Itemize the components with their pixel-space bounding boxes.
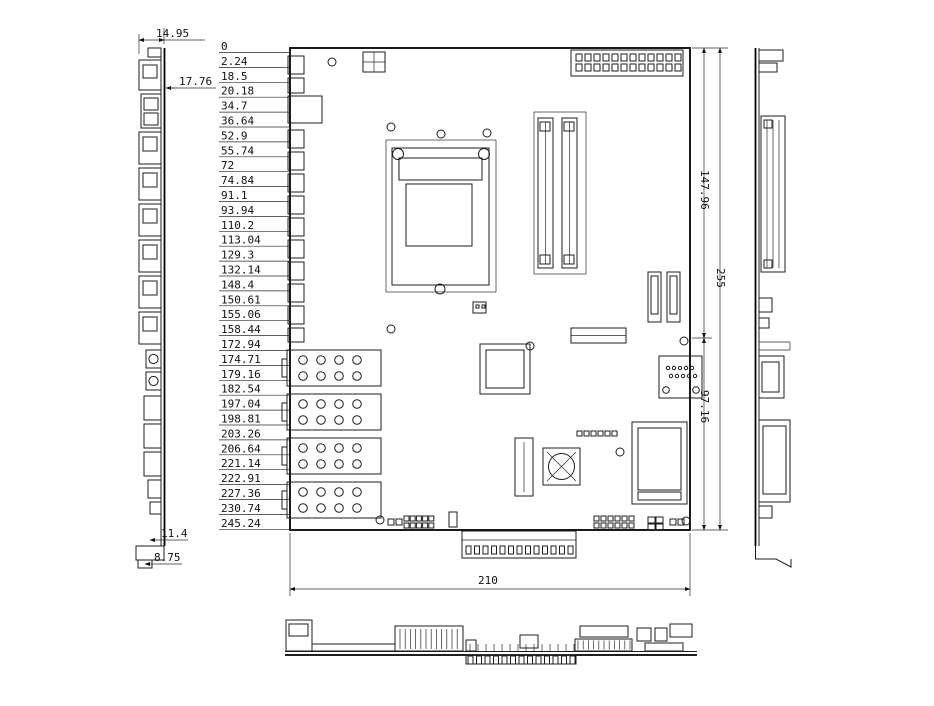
bottom-edge-connector bbox=[461, 530, 577, 559]
sata-connectors bbox=[647, 271, 681, 323]
dim-left-offset: 17.76 bbox=[179, 75, 212, 88]
ladder-dim-2.24: 2.24 bbox=[221, 55, 248, 68]
bottom-dimension: 210 bbox=[289, 533, 691, 596]
io-connector-front bbox=[394, 625, 464, 652]
left-dimensions: 14.95 17.76 11.4 8.75 bbox=[138, 27, 216, 566]
ladder-dim-0: 0 bbox=[221, 40, 228, 53]
dimm-slots bbox=[533, 111, 587, 275]
dim-foot-depth: 8.75 bbox=[154, 551, 181, 564]
lan-port-side bbox=[138, 59, 162, 91]
ladder-dim-74.84: 74.84 bbox=[221, 174, 254, 187]
dim-total-height: 255 bbox=[714, 268, 727, 288]
ladder-dim-72: 72 bbox=[221, 159, 234, 172]
usb-single-ports-side bbox=[143, 395, 162, 515]
cf-side-view bbox=[758, 419, 791, 503]
msata-slot bbox=[570, 327, 627, 344]
ladder-dim-158.44: 158.44 bbox=[221, 323, 261, 336]
lan-ports-column bbox=[138, 131, 162, 345]
audio-jacks-side bbox=[145, 349, 162, 391]
ladder-dim-221.14: 221.14 bbox=[221, 457, 261, 470]
ladder-dim-245.24: 245.24 bbox=[221, 517, 261, 530]
pcb-top-view bbox=[281, 47, 703, 559]
vertical-header-slot bbox=[514, 437, 534, 497]
dim-left-width: 14.95 bbox=[156, 27, 189, 40]
jumper-header-row bbox=[576, 430, 618, 437]
ladder-dim-55.74: 55.74 bbox=[221, 144, 254, 157]
ladder-dim-230.74: 230.74 bbox=[221, 502, 261, 515]
cf-card-slot bbox=[631, 421, 688, 505]
ladder-dim-222.91: 222.91 bbox=[221, 472, 261, 485]
power-header-4pin bbox=[362, 51, 386, 73]
ladder-dim-174.71: 174.71 bbox=[221, 353, 261, 366]
fan-header bbox=[472, 301, 487, 314]
hatched-connector-front bbox=[574, 638, 633, 652]
ladder-dim-148.4: 148.4 bbox=[221, 278, 254, 291]
ladder-dim-20.18: 20.18 bbox=[221, 85, 254, 98]
sfp-cage-4 bbox=[281, 481, 382, 519]
sfp-cage-2 bbox=[281, 393, 382, 431]
ladder-dim-206.64: 206.64 bbox=[221, 442, 261, 455]
bottom-elevation-view bbox=[285, 619, 697, 665]
vga-side-view bbox=[758, 355, 785, 399]
bottom-headers bbox=[387, 511, 685, 531]
mounting-holes bbox=[327, 57, 691, 526]
board-outline bbox=[289, 47, 691, 531]
ladder-dim-34.7: 34.7 bbox=[221, 100, 248, 113]
ladder-dim-93.94: 93.94 bbox=[221, 204, 254, 217]
ladder-dim-155.06: 155.06 bbox=[221, 308, 261, 321]
right-elevation-view bbox=[754, 48, 792, 568]
ladder-dim-110.2: 110.2 bbox=[221, 219, 254, 232]
dimm-side-view bbox=[760, 115, 786, 273]
cpu-socket bbox=[385, 129, 497, 295]
bottom-foot-right bbox=[755, 546, 792, 568]
ladder-dim-36.64: 36.64 bbox=[221, 115, 254, 128]
edge-connector-front bbox=[465, 654, 577, 665]
ladder-dim-52.9: 52.9 bbox=[221, 129, 248, 142]
sfp-cage-3 bbox=[281, 437, 382, 475]
left-edge-connectors bbox=[287, 55, 323, 343]
ladder-dim-172.94: 172.94 bbox=[221, 338, 261, 351]
chipset-bga bbox=[479, 343, 531, 395]
dim-board-width: 210 bbox=[478, 574, 498, 587]
ladder-dim-132.14: 132.14 bbox=[221, 264, 261, 277]
right-dimensions: 147.96 255 97.16 bbox=[692, 47, 728, 531]
usb-stack-side bbox=[140, 93, 162, 129]
ladder-dim-198.81: 198.81 bbox=[221, 413, 261, 426]
dim-upper-height: 147.96 bbox=[698, 170, 711, 210]
sfp-cage-1 bbox=[281, 349, 382, 387]
ladder-dim-227.36: 227.36 bbox=[221, 487, 261, 500]
dim-lower-height: 97.16 bbox=[698, 390, 711, 423]
ladder-dim-179.16: 179.16 bbox=[221, 368, 261, 381]
ladder-dim-197.04: 197.04 bbox=[221, 398, 261, 411]
ladder-dim-150.61: 150.61 bbox=[221, 293, 261, 306]
ladder-dim-203.26: 203.26 bbox=[221, 427, 261, 440]
atx-power-connector bbox=[570, 49, 684, 77]
ladder-dim-18.5: 18.5 bbox=[221, 70, 248, 83]
ladder-dim-182.54: 182.54 bbox=[221, 383, 261, 396]
ladder-dim-113.04: 113.04 bbox=[221, 234, 261, 247]
dim-foot-height: 11.4 bbox=[161, 527, 188, 540]
socket-chip bbox=[542, 447, 581, 486]
left-elevation-view bbox=[135, 47, 166, 569]
bracket-tab bbox=[147, 47, 162, 58]
vga-connector bbox=[658, 355, 703, 399]
ladder-dim-129.3: 129.3 bbox=[221, 249, 254, 262]
ladder-dim-91.1: 91.1 bbox=[221, 189, 248, 202]
